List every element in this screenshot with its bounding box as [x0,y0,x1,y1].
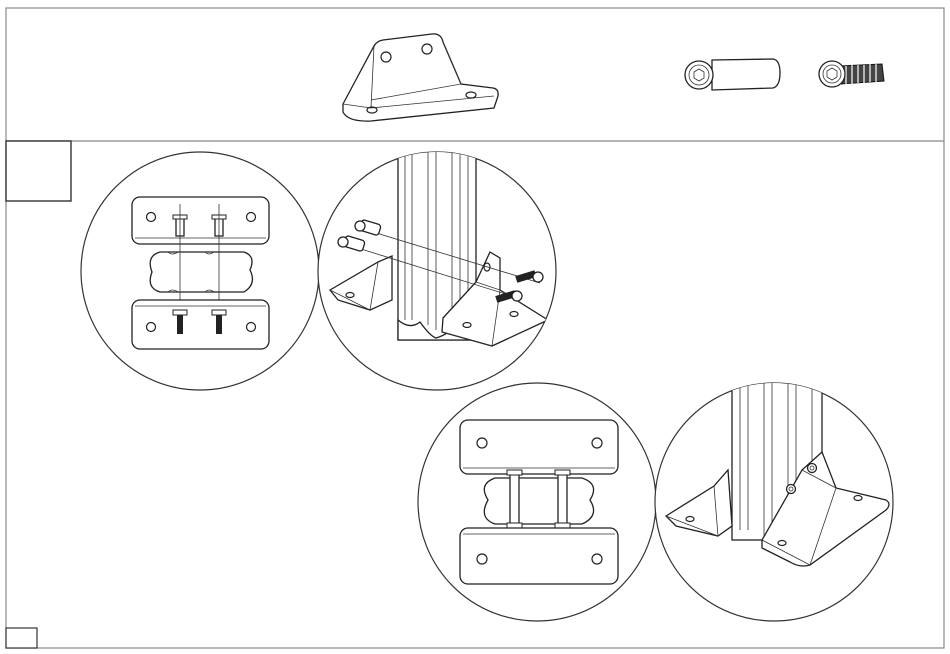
step-number-box [6,141,71,201]
detail-circle-top-view-after [418,383,656,621]
page-number-box [6,628,37,648]
angle-bracket-icon [343,34,498,121]
hex-bolt-icon [819,61,884,87]
barrel-nut-icon [685,59,780,90]
detail-circle-top-view-before [81,152,319,390]
detail-circle-exploded-assembly [318,150,556,390]
detail-circle-final-assembly [655,380,893,621]
